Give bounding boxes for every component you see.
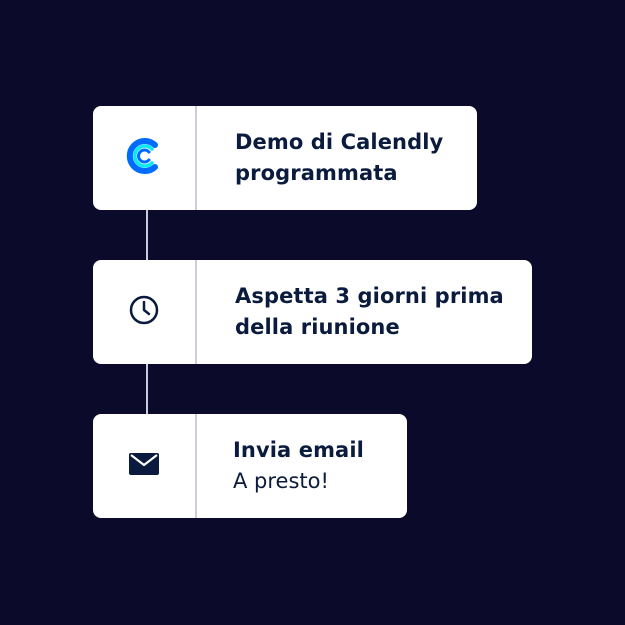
step-title-line-2: programmata xyxy=(235,161,398,185)
step-title-line-1: Demo di Calendly xyxy=(235,130,444,154)
step-icon-cell xyxy=(93,106,197,210)
workflow-connector xyxy=(146,209,148,261)
workflow-step-scheduled[interactable]: Demo di Calendly programmata xyxy=(93,106,477,210)
envelope-icon xyxy=(128,452,160,480)
clock-icon xyxy=(128,294,160,330)
step-title-line-2: della riunione xyxy=(235,315,400,339)
workflow-step-send-email[interactable]: Invia email A presto! xyxy=(93,414,407,518)
step-title: Invia email xyxy=(233,438,364,462)
step-text: Demo di Calendly programmata xyxy=(197,106,477,210)
step-subtitle: A presto! xyxy=(233,469,329,493)
step-title-line-1: Aspetta 3 giorni prima xyxy=(235,284,504,308)
step-icon-cell xyxy=(93,414,197,518)
workflow-connector xyxy=(146,363,148,415)
step-text: Aspetta 3 giorni prima della riunione xyxy=(197,260,532,364)
step-text: Invia email A presto! xyxy=(197,414,407,518)
workflow-step-wait[interactable]: Aspetta 3 giorni prima della riunione xyxy=(93,260,532,364)
calendly-logo-icon xyxy=(121,133,167,183)
step-icon-cell xyxy=(93,260,197,364)
